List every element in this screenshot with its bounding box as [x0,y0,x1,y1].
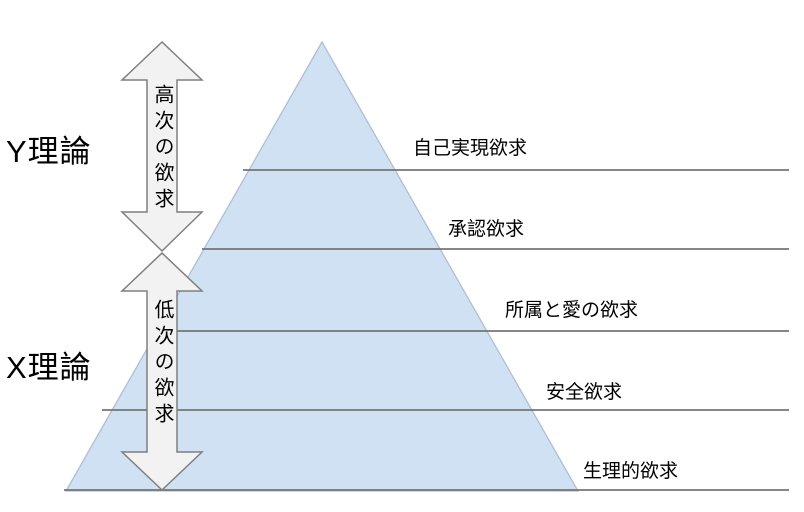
higher-needs-label: 高次の欲求 [151,84,173,214]
level-label-self-actualization: 自己実現欲求 [413,138,528,159]
lower-needs-label: 低次の欲求 [151,299,173,429]
level-label-esteem: 承認欲求 [448,219,525,240]
theory-x-label: X理論 [6,350,92,385]
lower-needs-arrow [120,251,204,492]
level-label-love-belonging: 所属と愛の欲求 [505,300,639,321]
higher-needs-arrow [120,40,204,253]
pyramid [64,40,580,492]
level-label-safety: 安全欲求 [546,382,623,403]
theory-y-label: Y理論 [6,134,92,169]
level-label-physiological: 生理的欲求 [583,461,679,482]
